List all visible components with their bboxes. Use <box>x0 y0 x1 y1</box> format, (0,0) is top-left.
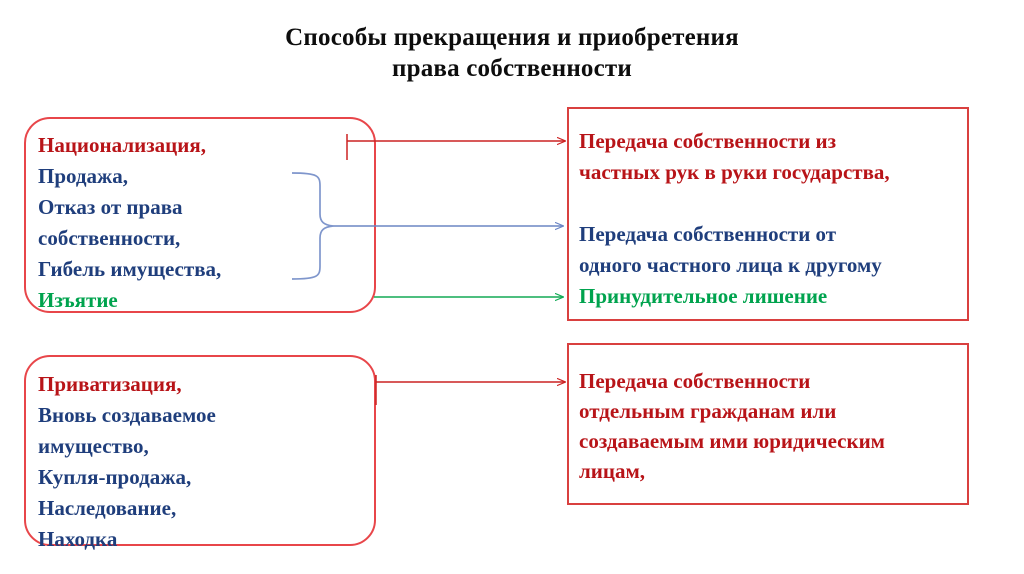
left-top-last-item: Изъятие <box>38 288 118 312</box>
right-top-blue-block: Передача собственности от одного частног… <box>579 222 882 277</box>
left-top-middle-items: Продажа, Отказ от права собственности, Г… <box>38 164 222 281</box>
box-right-bottom[interactable] <box>567 343 969 505</box>
right-top-green-block: Принудительное лишение <box>579 284 828 308</box>
box-left-bottom[interactable] <box>24 355 376 546</box>
page-title-line-2: права собственности <box>391 55 633 82</box>
left-top-first-item: Национализация, <box>38 133 206 157</box>
box-left-top[interactable] <box>24 117 376 313</box>
left-bottom-rest-items: Вновь создаваемое имущество, Купля-прода… <box>38 403 216 551</box>
right-top-red-block: Передача собственности из частных рук в … <box>579 129 890 184</box>
left-bottom-first-item: Приватизация, <box>38 372 182 396</box>
page-title: Способы прекращения и приобретения права… <box>0 22 1024 84</box>
box-right-top[interactable] <box>567 107 969 321</box>
page-title-line-1: Способы прекращения и приобретения <box>285 24 739 51</box>
right-bottom-text: Передача собственности отдельным граждан… <box>579 369 885 483</box>
